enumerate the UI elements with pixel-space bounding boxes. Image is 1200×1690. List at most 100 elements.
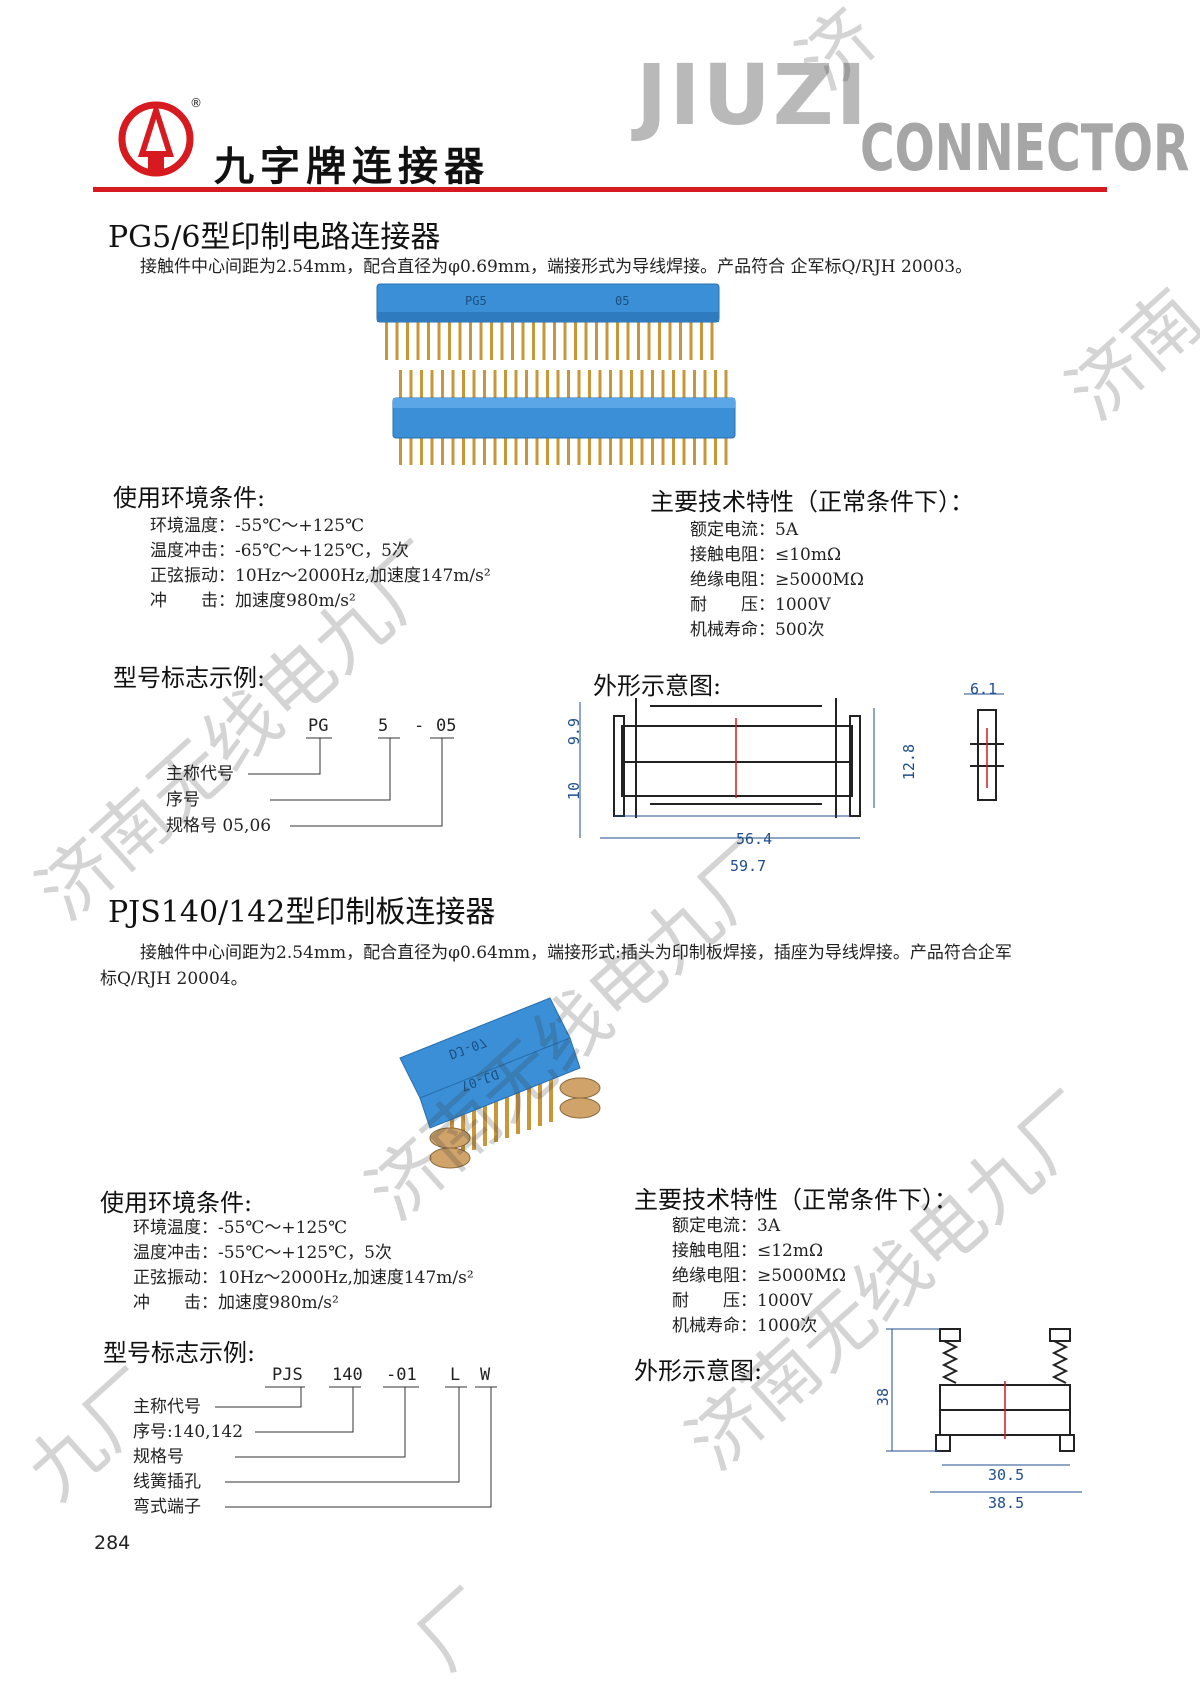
pin bbox=[472, 1100, 476, 1150]
section2-title: PJS140/142型印制板连接器 bbox=[108, 895, 496, 930]
dim-label: 59.7 bbox=[730, 857, 767, 875]
tech-item: 额定电流：5A bbox=[690, 520, 799, 540]
tech-item: 绝缘电阻：≥5000MΩ bbox=[672, 1266, 847, 1286]
watermark-fragment: 济南 bbox=[1051, 273, 1200, 437]
pin bbox=[710, 320, 714, 360]
model-code-part: -01 bbox=[386, 1365, 417, 1385]
pg-print-2: 05 bbox=[615, 294, 630, 308]
model-leader-lines bbox=[248, 737, 454, 827]
section2-description-1: 接触件中心间距为2.54mm，配合直径为φ0.64mm，端接形式:插头为印制板焊… bbox=[140, 943, 1012, 963]
pin bbox=[483, 1096, 487, 1146]
pg-print-1: PG5 bbox=[465, 294, 487, 308]
tech-item: 绝缘电阻：≥5000MΩ bbox=[690, 570, 865, 590]
env-item: 冲 击：加速度980m/s² bbox=[133, 1293, 339, 1313]
section2-tech-heading: 主要技术特性（正常条件下）： bbox=[634, 1186, 958, 1214]
brand-logo bbox=[118, 95, 194, 179]
pin bbox=[679, 320, 682, 360]
model-code-part: 140 bbox=[332, 1365, 363, 1385]
registered-mark: ® bbox=[190, 96, 202, 110]
model-code-part: - bbox=[414, 716, 425, 736]
section1-model-heading: 型号标志示例: bbox=[113, 664, 266, 692]
pin bbox=[595, 320, 598, 360]
pin bbox=[416, 320, 420, 360]
pin bbox=[395, 320, 399, 360]
pin bbox=[542, 320, 546, 360]
pin bbox=[637, 320, 640, 360]
env-item: 温度冲击：-65℃～+125℃，5次 bbox=[150, 541, 409, 561]
tech-item: 耐 压：1000V bbox=[672, 1291, 813, 1311]
logo-jiuzi: JIUZI bbox=[636, 46, 869, 144]
model-leader-lines bbox=[215, 1386, 497, 1508]
section2-tech-list: 额定电流：3A 接触电阻：≤12mΩ 绝缘电阻：≥5000MΩ 耐 压：1000… bbox=[672, 1214, 846, 1339]
env-item: 温度冲击：-55℃～+125℃，5次 bbox=[133, 1243, 392, 1263]
pg-outline-drawing bbox=[579, 693, 1004, 839]
pjs-connector-photo: DJ-07 DJ-07 bbox=[380, 988, 640, 1188]
pin bbox=[406, 320, 409, 360]
page-number: 284 bbox=[94, 1532, 131, 1554]
header-divider bbox=[93, 187, 1107, 192]
pin bbox=[700, 320, 703, 360]
model-label: 线簧插孔 bbox=[133, 1472, 201, 1492]
tech-item: 额定电流：3A bbox=[672, 1216, 781, 1236]
dim-label: 9.9 bbox=[565, 718, 583, 746]
pin bbox=[511, 320, 514, 360]
pin bbox=[658, 320, 661, 360]
env-item: 环境温度：-55℃～+125℃ bbox=[150, 516, 365, 536]
pin bbox=[469, 320, 472, 360]
tech-item: 耐 压：1000V bbox=[690, 595, 831, 615]
tech-item: 机械寿命：1000次 bbox=[672, 1316, 818, 1336]
dim-label: 38 bbox=[874, 1388, 892, 1407]
dim-label: 38.5 bbox=[988, 1494, 1025, 1512]
pin bbox=[458, 320, 462, 360]
env-item: 环境温度：-55℃～+125℃ bbox=[133, 1218, 348, 1238]
pin bbox=[500, 320, 504, 360]
model-label: 序号 bbox=[166, 790, 200, 810]
env-item: 冲 击：加速度980m/s² bbox=[150, 591, 356, 611]
env-item: 正弦振动：10Hz～2000Hz,加速度147m/s² bbox=[150, 566, 491, 586]
pin bbox=[549, 1072, 553, 1122]
pin bbox=[563, 320, 567, 360]
logo-connector: CONNECTOR bbox=[860, 112, 1190, 186]
model-label: 序号:140,142 bbox=[133, 1422, 244, 1442]
pin bbox=[616, 320, 619, 360]
section1-tech-list: 额定电流：5A 接触电阻：≤10mΩ 绝缘电阻：≥5000MΩ 耐 压：1000… bbox=[690, 518, 864, 643]
pin bbox=[647, 320, 651, 360]
pin bbox=[490, 320, 493, 360]
pin bbox=[626, 320, 630, 360]
pin bbox=[574, 320, 577, 360]
pin bbox=[689, 320, 693, 360]
pin bbox=[494, 1092, 498, 1142]
section2-env-list: 环境温度：-55℃～+125℃ 温度冲击：-55℃～+125℃，5次 正弦振动：… bbox=[133, 1216, 474, 1316]
pin bbox=[668, 320, 672, 360]
model-code-part: PG bbox=[308, 716, 329, 736]
dim-label: 30.5 bbox=[988, 1466, 1025, 1484]
pin bbox=[505, 1088, 509, 1138]
section2-model-heading: 型号标志示例: bbox=[103, 1339, 256, 1367]
pg-connector-photo: PG5 05 bbox=[375, 280, 755, 470]
watermark-fragment: 厂 bbox=[401, 1573, 514, 1687]
model-label: 主称代号 bbox=[133, 1397, 201, 1417]
pin bbox=[385, 320, 388, 360]
model-label: 规格号 bbox=[133, 1447, 184, 1467]
dim-label: 10 bbox=[565, 782, 583, 801]
section2-description-2: 标Q/RJH 20004。 bbox=[100, 969, 248, 989]
tech-item: 接触电阻：≤10mΩ bbox=[690, 545, 842, 565]
pin bbox=[461, 1104, 465, 1154]
pin bbox=[437, 320, 441, 360]
pin bbox=[605, 320, 609, 360]
env-item: 正弦振动：10Hz～2000Hz,加速度147m/s² bbox=[133, 1268, 474, 1288]
pin bbox=[516, 1084, 520, 1134]
pin bbox=[553, 320, 556, 360]
section1-outline-heading: 外形示意图: bbox=[593, 672, 722, 700]
section1-env-list: 环境温度：-55℃～+125℃ 温度冲击：-65℃～+125℃，5次 正弦振动：… bbox=[150, 514, 491, 614]
pin bbox=[584, 320, 588, 360]
dim-label: 12.8 bbox=[900, 744, 918, 781]
pjs-outline-drawing bbox=[886, 1328, 1082, 1493]
dim-label: 6.1 bbox=[970, 680, 998, 698]
pin bbox=[427, 320, 430, 360]
tech-item: 接触电阻：≤12mΩ bbox=[672, 1241, 824, 1261]
section2-outline-heading: 外形示意图: bbox=[634, 1357, 763, 1385]
brand-title: 九字牌连接器 bbox=[214, 144, 490, 190]
model-code-part: W bbox=[480, 1365, 491, 1385]
pin bbox=[527, 1080, 531, 1130]
